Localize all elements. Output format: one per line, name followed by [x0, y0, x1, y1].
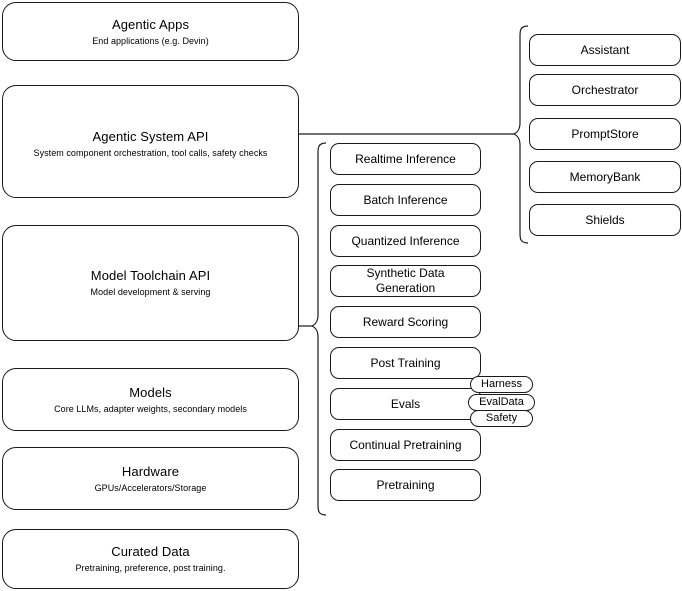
chip-reward-scoring[interactable]: Reward Scoring	[330, 306, 481, 338]
chip-label: MemoryBank	[569, 169, 641, 184]
chip-label: PromptStore	[571, 126, 639, 141]
badge-label: Safety	[485, 412, 518, 424]
layer-model-toolchain-api[interactable]: Model Toolchain API Model development & …	[2, 225, 299, 341]
layer-subtitle: Core LLMs, adapter weights, secondary mo…	[54, 403, 247, 414]
middle-curly-brace	[310, 142, 327, 516]
chip-label: Batch Inference	[363, 192, 448, 207]
chip-pretraining[interactable]: Pretraining	[330, 469, 481, 501]
badge-safety[interactable]: Safety	[470, 410, 533, 427]
chip-assistant[interactable]: Assistant	[529, 34, 681, 66]
chip-label: Synthetic Data Generation	[366, 266, 445, 295]
right-curly-brace	[512, 25, 529, 244]
layer-hardware[interactable]: Hardware GPUs/Accelerators/Storage	[2, 447, 299, 510]
chip-label: Shields	[585, 212, 625, 227]
badge-label: Harness	[481, 378, 522, 390]
chip-promptstore[interactable]: PromptStore	[529, 118, 681, 150]
chip-synthetic-data-generation[interactable]: Synthetic Data Generation	[330, 265, 481, 297]
layer-title: Models	[129, 384, 172, 400]
chip-label: Continual Pretraining	[349, 437, 462, 452]
chip-continual-pretraining[interactable]: Continual Pretraining	[330, 429, 481, 461]
chip-label: Post Training	[370, 355, 441, 370]
chip-label: Pretraining	[376, 477, 435, 492]
chip-quantized-inference[interactable]: Quantized Inference	[330, 225, 481, 257]
layer-subtitle: Model development & serving	[90, 287, 211, 297]
chip-label: Quantized Inference	[351, 233, 460, 248]
layer-subtitle: GPUs/Accelerators/Storage	[94, 482, 207, 493]
chip-memorybank[interactable]: MemoryBank	[529, 161, 681, 193]
chip-label: Orchestrator	[571, 82, 639, 97]
layer-subtitle: System component orchestration, tool cal…	[33, 148, 268, 158]
layer-models[interactable]: Models Core LLMs, adapter weights, secon…	[2, 368, 299, 431]
layer-title: Agentic Apps	[111, 16, 190, 32]
layer-subtitle: End applications (e.g. Devin)	[92, 35, 209, 46]
layer-title: Curated Data	[111, 544, 190, 559]
chip-orchestrator[interactable]: Orchestrator	[529, 74, 681, 106]
badge-evaldata[interactable]: EvalData	[468, 394, 535, 411]
layer-agentic-system-api[interactable]: Agentic System API System component orch…	[2, 85, 299, 198]
layer-title: Hardware	[121, 463, 180, 479]
chip-realtime-inference[interactable]: Realtime Inference	[330, 143, 481, 175]
badge-harness[interactable]: Harness	[470, 376, 533, 393]
chip-label: Realtime Inference	[355, 151, 456, 166]
layer-title: Agentic System API	[92, 129, 209, 144]
layer-curated-data[interactable]: Curated Data Pretraining, preference, po…	[2, 529, 299, 589]
chip-label: Assistant	[580, 42, 630, 57]
chip-label: Reward Scoring	[362, 314, 449, 329]
chip-label: Evals	[390, 396, 421, 411]
badge-label: EvalData	[479, 396, 524, 408]
chip-post-training[interactable]: Post Training	[330, 347, 481, 379]
layer-subtitle: Pretraining, preference, post training.	[75, 563, 226, 573]
chip-evals[interactable]: Evals	[330, 388, 481, 420]
chip-shields[interactable]: Shields	[529, 204, 681, 236]
chip-batch-inference[interactable]: Batch Inference	[330, 184, 481, 216]
layer-agentic-apps[interactable]: Agentic Apps End applications (e.g. Devi…	[2, 2, 299, 61]
layer-title: Model Toolchain API	[90, 268, 211, 283]
